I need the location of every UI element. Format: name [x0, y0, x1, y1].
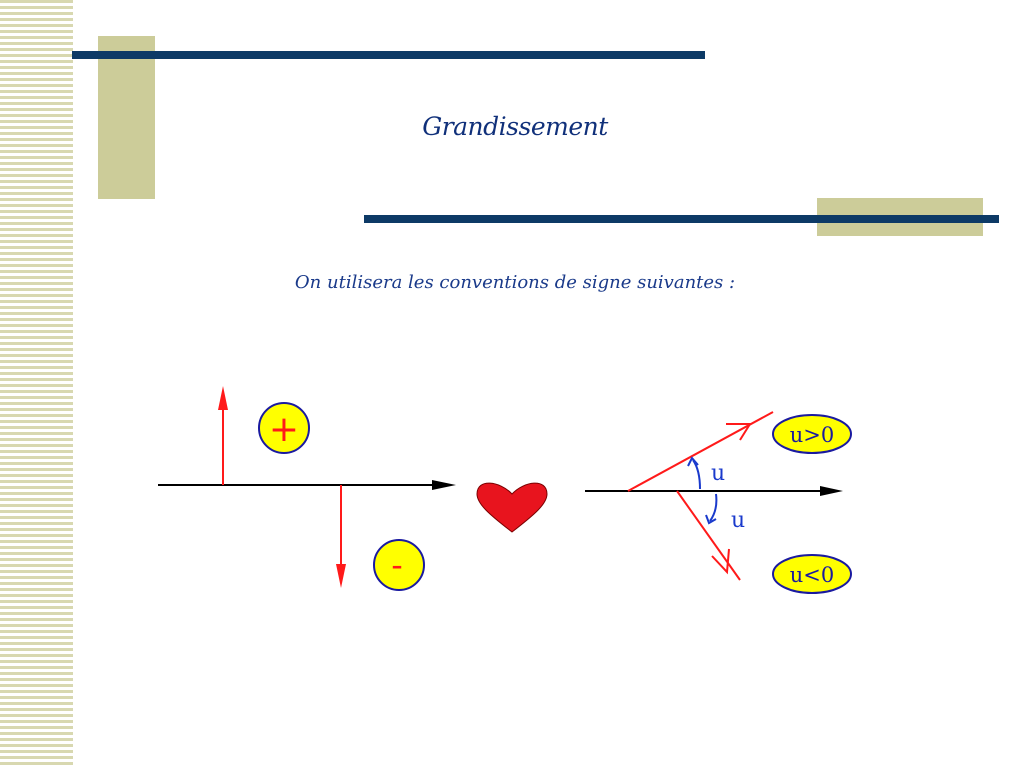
negative-ray-arrow — [711, 548, 730, 575]
down-arrowhead — [336, 564, 346, 588]
decorative-bar-bottom — [364, 215, 999, 223]
plus-sign: + — [269, 409, 299, 450]
negative-angle-label: u — [731, 508, 745, 533]
negative-ray — [676, 490, 741, 581]
positive-badge — [772, 414, 852, 454]
plus-badge — [258, 402, 310, 454]
decorative-block-left — [98, 36, 155, 199]
minus-sign: - — [391, 546, 403, 584]
axis-arrowhead-left — [432, 480, 456, 490]
slide-title: Grandissement — [422, 112, 608, 141]
negative-badge-label: u<0 — [790, 563, 834, 587]
minus-badge — [373, 539, 425, 591]
up-arrowhead — [218, 386, 228, 410]
negative-angle-arrowhead — [705, 514, 717, 525]
heart-icon — [476, 482, 548, 533]
vertical-sign-panel: + - — [158, 386, 456, 591]
angle-sign-panel: u u u>0 u<0 — [585, 411, 852, 594]
positive-badge-label: u>0 — [790, 423, 834, 447]
slide-subtitle: On utilisera les conventions de signe su… — [294, 272, 736, 293]
positive-angle-arrowhead — [687, 456, 699, 467]
axis-arrowhead-right — [820, 486, 843, 496]
positive-angle-label: u — [711, 461, 725, 486]
negative-angle-arc — [709, 493, 718, 522]
negative-badge — [772, 554, 852, 594]
positive-ray-arrow — [726, 423, 752, 441]
decorative-bar-top — [72, 51, 705, 59]
decorative-stripe-border — [0, 0, 73, 768]
